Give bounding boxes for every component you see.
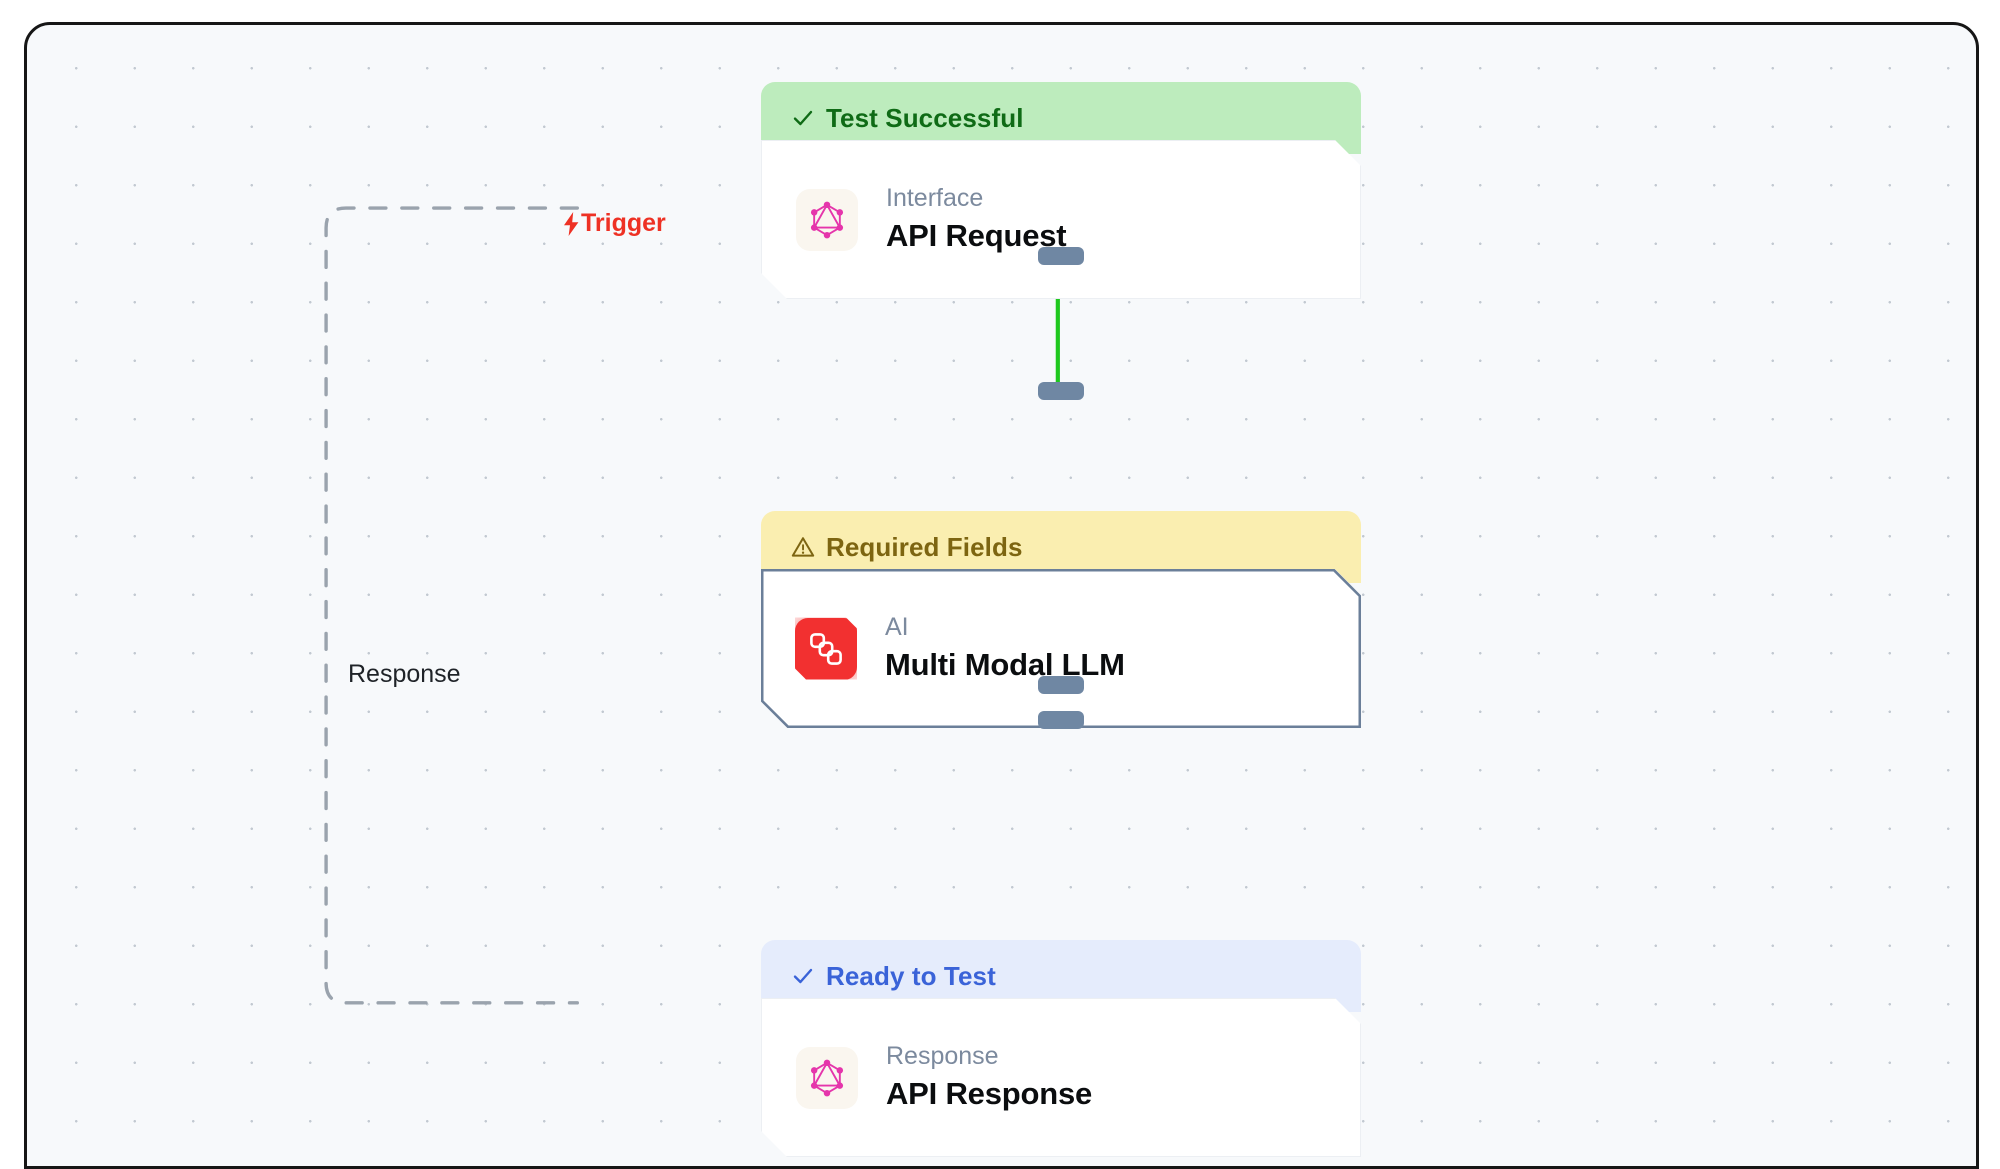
- edge-trigger-response-path: [324, 206, 580, 1005]
- lightning-bolt-icon: [563, 211, 580, 236]
- node-category: Response: [886, 1041, 999, 1070]
- connector-handle-target-3[interactable]: [1038, 711, 1084, 729]
- check-icon: [791, 964, 815, 988]
- node-card-text: AI Multi Modal LLM: [885, 614, 1125, 683]
- connector-handle-source-2[interactable]: [1038, 676, 1084, 694]
- workflow-canvas[interactable]: Trigger Response Test Successful: [24, 22, 1979, 1169]
- status-badge-label: Test Successful: [826, 102, 1024, 133]
- check-icon: [791, 106, 815, 130]
- status-badge-label: Ready to Test: [826, 960, 996, 991]
- node-category: Interface: [886, 183, 984, 212]
- node-title: API Response: [886, 1076, 1093, 1112]
- graphql-icon: [796, 189, 858, 251]
- node-card-api-request[interactable]: Interface API Request: [761, 140, 1361, 299]
- node-category: AI: [885, 612, 909, 641]
- workflow-node-api-request[interactable]: Test Successful: [761, 82, 1361, 299]
- edge-label-trigger: Trigger: [563, 211, 666, 236]
- edge-label-trigger-text: Trigger: [581, 209, 666, 237]
- ai-layers-icon: [795, 618, 857, 680]
- connector-handle-target-2[interactable]: [1038, 382, 1084, 400]
- node-title: Multi Modal LLM: [885, 647, 1125, 683]
- workflow-node-multi-modal-llm[interactable]: Required Fields AI: [761, 511, 1361, 728]
- status-badge-label: Required Fields: [826, 531, 1023, 562]
- node-card-multi-modal-llm[interactable]: AI Multi Modal LLM: [761, 569, 1361, 728]
- node-card-text: Response API Response: [886, 1043, 1092, 1112]
- workflow-node-api-response[interactable]: Ready to Test: [761, 940, 1361, 1157]
- warning-triangle-icon: [791, 535, 815, 559]
- node-card-api-response[interactable]: Response API Response: [761, 998, 1361, 1157]
- connector-handle-source-1[interactable]: [1038, 247, 1084, 265]
- node-card-text: Interface API Request: [886, 185, 1066, 254]
- graphql-icon: [796, 1047, 858, 1109]
- edge-label-response: Response: [339, 659, 470, 690]
